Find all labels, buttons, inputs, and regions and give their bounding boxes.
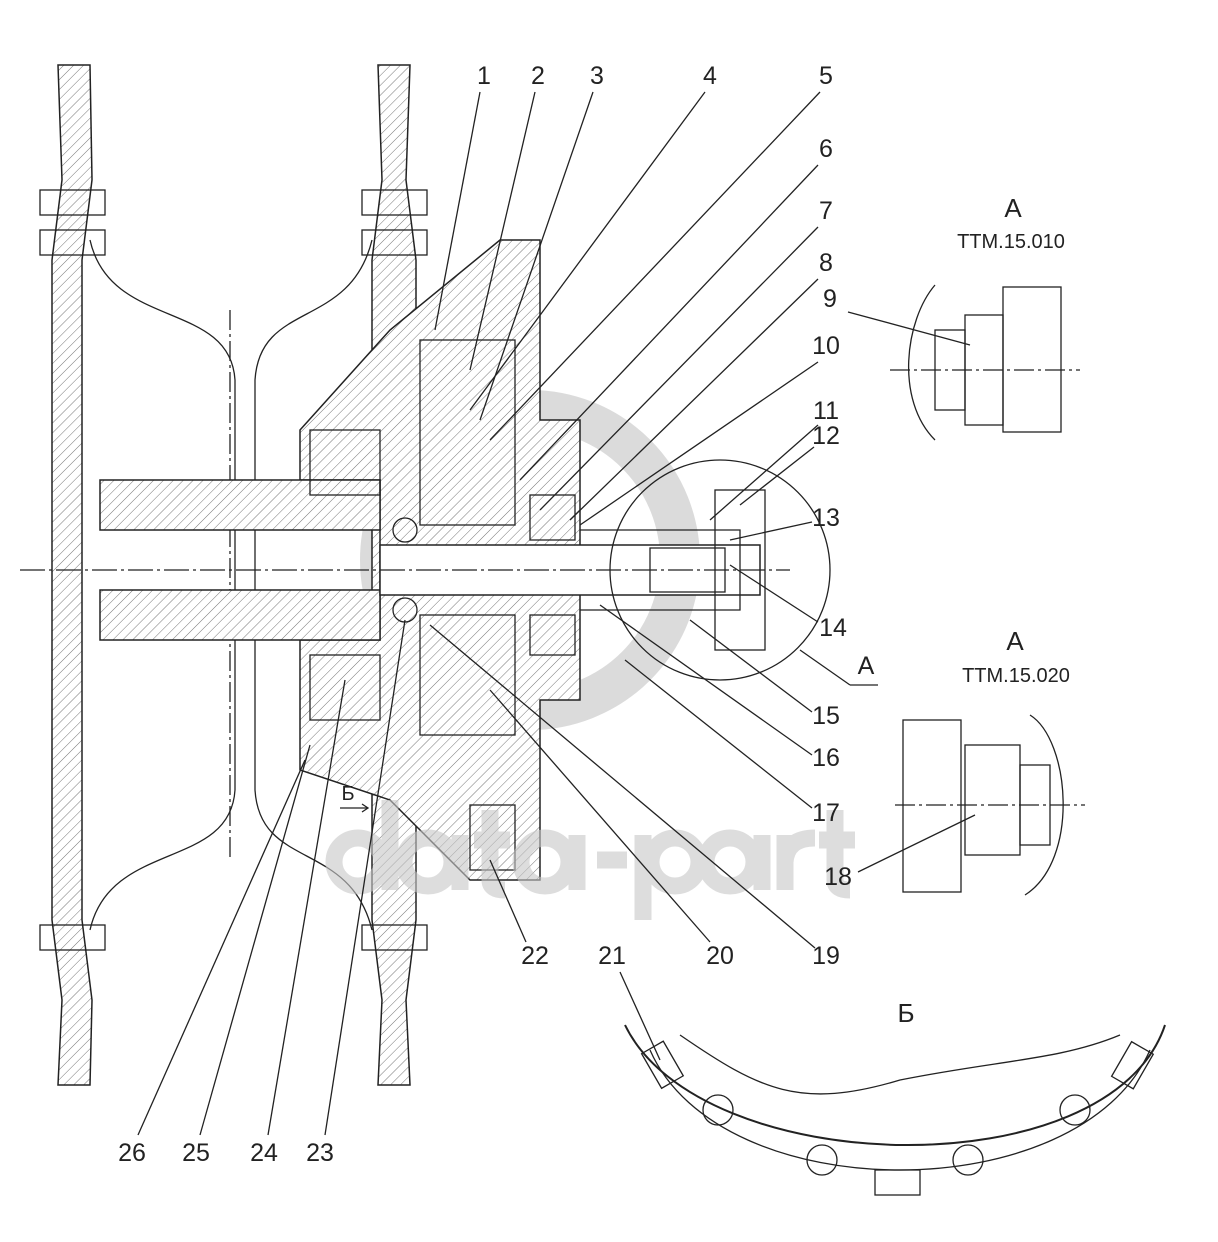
leader-line-19 [429, 624, 816, 949]
view-b-title: Б [897, 998, 914, 1028]
leader-line-25 [199, 744, 311, 1136]
callout-18: 18 [824, 863, 852, 891]
leader-line-1 [434, 91, 481, 331]
callout-5: 5 [819, 62, 833, 90]
callout-1: 1 [477, 62, 491, 90]
leader-line-13 [729, 521, 813, 541]
callout-7: 7 [819, 197, 833, 225]
callout-16: 16 [812, 744, 840, 772]
callout-23: 23 [306, 1139, 334, 1167]
hub-assembly [20, 239, 831, 881]
callout-26: 26 [118, 1139, 146, 1167]
callout-14: 14 [819, 614, 847, 642]
callout-21: 21 [598, 942, 626, 970]
section-b-marker: Б [341, 783, 354, 805]
callout-2: 2 [531, 62, 545, 90]
leader-line-7 [539, 226, 819, 511]
section-b-arrow-icon [340, 803, 370, 813]
detail-a-1-title: А [1004, 193, 1022, 223]
callout-6: 6 [819, 135, 833, 163]
detail-a-1-view [890, 284, 1080, 441]
callout-24: 24 [250, 1139, 278, 1167]
callout-9: 9 [823, 285, 837, 313]
leader-lines [137, 91, 976, 1136]
callout-19: 19 [812, 942, 840, 970]
callout-11: 11 [813, 397, 839, 425]
leader-line-2 [469, 91, 536, 371]
detail-a-marker-leader [799, 649, 851, 686]
callout-20: 20 [706, 942, 734, 970]
leader-line-24 [267, 679, 346, 1136]
callout-8: 8 [819, 249, 833, 277]
callout-10: 10 [812, 332, 840, 360]
detail-a-marker: А [858, 652, 875, 680]
callout-22: 22 [521, 942, 549, 970]
leader-line-17 [624, 659, 813, 809]
callout-15: 15 [812, 702, 840, 730]
leader-line-21 [619, 971, 661, 1061]
detail-a-2-view [895, 714, 1085, 896]
leader-line-11 [709, 424, 819, 521]
leader-line-16 [599, 604, 813, 756]
callout-12: 12 [812, 422, 840, 450]
leader-line-14 [729, 564, 819, 623]
leader-line-15 [689, 619, 813, 713]
callout-4: 4 [703, 62, 717, 90]
leader-line-6 [519, 164, 819, 481]
detail-a-2-title: А [1006, 626, 1024, 656]
leader-line-3 [479, 91, 594, 421]
callout-17: 17 [812, 799, 840, 827]
watermark-lettering [325, 800, 855, 920]
leader-line-10 [579, 361, 819, 526]
callout-3: 3 [590, 62, 604, 90]
leader-line-5 [489, 91, 821, 441]
leader-line-18 [857, 814, 976, 873]
leader-line-8 [569, 278, 819, 521]
view-b-segment [624, 1024, 1166, 1196]
callout-25: 25 [182, 1139, 210, 1167]
callout-13: 13 [812, 504, 840, 532]
leader-line-9 [847, 311, 971, 346]
detail-a-2-code: ТТМ.15.020 [962, 665, 1070, 687]
leader-line-4 [469, 91, 706, 411]
detail-a-1-code: ТТМ.15.010 [957, 231, 1065, 253]
leader-line-20 [489, 689, 711, 943]
leader-line-22 [489, 859, 527, 943]
leader-line-12 [739, 446, 815, 506]
leader-line-23 [324, 619, 406, 1136]
leader-line-26 [137, 759, 306, 1136]
